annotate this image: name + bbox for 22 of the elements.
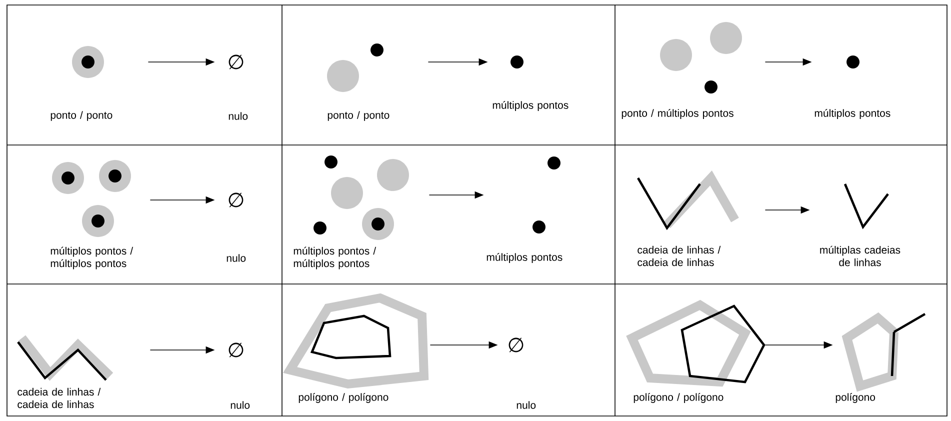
node-label: múltiplos pontos / múltiplos pontos xyxy=(294,246,376,270)
node-label: polígono / polígono xyxy=(298,393,388,403)
node-label: múltiplos pontos xyxy=(486,253,562,263)
empty-set-symbol: ∅ xyxy=(228,342,244,358)
node-label: ponto / ponto xyxy=(50,111,112,121)
node-label: nulo xyxy=(226,254,246,262)
node-label: polígono xyxy=(836,393,876,403)
node-label: múltiplos pontos xyxy=(814,109,890,119)
node-label: múltiplos pontos / múltiplos pontos xyxy=(50,246,134,270)
empty-set-symbol: ∅ xyxy=(508,338,524,352)
node-label: múltiplas cadeias de linhas xyxy=(820,246,900,266)
node-label: cadeia de linhas / cadeia de linhas xyxy=(638,246,721,266)
empty-set-symbol: ∅ xyxy=(228,54,244,70)
empty-set-symbol: ∅ xyxy=(228,192,244,208)
node-label: ponto / múltiplos pontos xyxy=(622,109,734,119)
node-label: ponto / ponto xyxy=(328,111,390,121)
node-label: múltiplos pontos xyxy=(492,101,568,111)
node-label: nulo xyxy=(516,401,536,409)
node-label: nulo xyxy=(230,401,250,409)
node-label: polígono / polígono xyxy=(634,393,724,403)
node-label: nulo xyxy=(228,112,248,120)
node-label: cadeia de linhas / cadeia de linhas xyxy=(18,388,101,408)
